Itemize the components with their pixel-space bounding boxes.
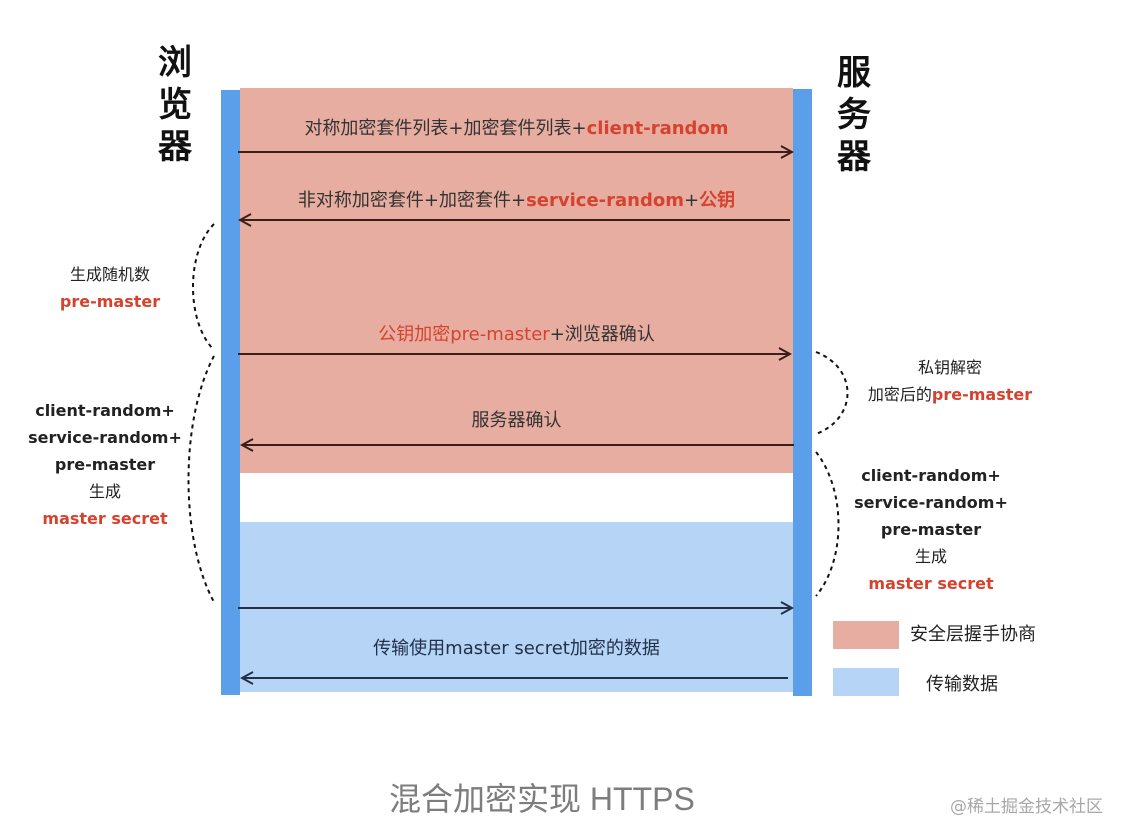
message-client-hello-text: 对称加密套件列表+加密套件列表+	[304, 118, 587, 139]
left-note-ms-line4: 生成	[88, 482, 121, 501]
browser-title-char-1: 览	[158, 85, 192, 125]
server-title-char-0: 服	[837, 53, 871, 93]
right-note-decrypt-line2-plain: 加密后的	[867, 385, 932, 404]
left-brace-premaster	[192, 223, 215, 351]
legend-label-transfer: 传输数据	[926, 674, 998, 695]
left-note-premaster-line1: 生成随机数	[69, 265, 150, 284]
right-note-decrypt: 私钥解密 加密后的pre-master	[858, 354, 1042, 408]
message-client-hello: 对称加密套件列表+加密套件列表+client-random	[240, 114, 793, 140]
right-note-decrypt-line1: 私钥解密	[917, 358, 982, 377]
right-brace-decrypt	[815, 351, 849, 435]
message-server-hello-highlight: service-random	[526, 190, 684, 211]
watermark: @稀土掘金技术社区	[950, 797, 1103, 817]
server-title-char-2: 器	[837, 137, 871, 177]
right-brace-master-secret	[815, 451, 840, 597]
message-client-hello-highlight: client-random	[586, 118, 729, 139]
message-server-hello-highlight2: 公钥	[699, 190, 736, 211]
browser-title-char-2: 器	[158, 127, 192, 167]
message-server-confirm: 服务器确认	[240, 406, 793, 432]
legend-swatch-handshake	[833, 621, 899, 649]
message-server-confirm-text: 服务器确认	[471, 410, 562, 431]
right-note-master-secret: client-random+ service-random+ pre-maste…	[848, 462, 1014, 597]
browser-title: 浏览器	[153, 42, 197, 168]
server-title-char-1: 务	[837, 95, 871, 135]
message-premaster-highlight: 公钥加密pre-master	[378, 324, 550, 345]
message-server-hello-plus: +	[683, 190, 700, 211]
left-note-ms-line3: pre-master	[54, 455, 156, 474]
message-premaster-text: +浏览器确认	[549, 324, 655, 345]
left-brace-master-secret	[187, 355, 215, 603]
right-note-ms-line1: client-random+	[861, 466, 1001, 485]
left-note-ms-line2: service-random+	[28, 428, 182, 447]
right-note-ms-line4: 生成	[914, 547, 947, 566]
server-lifeline	[793, 89, 812, 696]
right-note-decrypt-line2-red: pre-master	[931, 385, 1033, 404]
figure-caption: 混合加密实现 HTTPS	[389, 781, 695, 817]
message-data-transfer: 传输使用master secret加密的数据	[240, 634, 793, 660]
left-note-premaster: 生成随机数 pre-master	[50, 261, 170, 315]
browser-lifeline	[221, 90, 240, 695]
message-server-hello-text: 非对称加密套件+加密套件+	[297, 190, 527, 211]
left-note-premaster-line2: pre-master	[59, 292, 161, 311]
message-premaster: 公钥加密pre-master+浏览器确认	[240, 320, 793, 346]
browser-title-char-0: 浏	[158, 43, 192, 83]
message-server-hello: 非对称加密套件+加密套件+service-random+公钥	[240, 186, 793, 212]
left-note-ms-line1: client-random+	[35, 401, 175, 420]
left-note-ms-line5: master secret	[42, 509, 168, 528]
right-note-ms-line5: master secret	[868, 574, 994, 593]
message-data-transfer-text: 传输使用master secret加密的数据	[373, 638, 660, 659]
right-note-ms-line2: service-random+	[854, 493, 1008, 512]
server-title: 服务器	[832, 52, 876, 178]
legend-swatch-transfer	[833, 668, 899, 696]
legend-label-handshake: 安全层握手协商	[910, 624, 1036, 645]
left-note-master-secret: client-random+ service-random+ pre-maste…	[22, 397, 188, 532]
right-note-ms-line3: pre-master	[880, 520, 982, 539]
